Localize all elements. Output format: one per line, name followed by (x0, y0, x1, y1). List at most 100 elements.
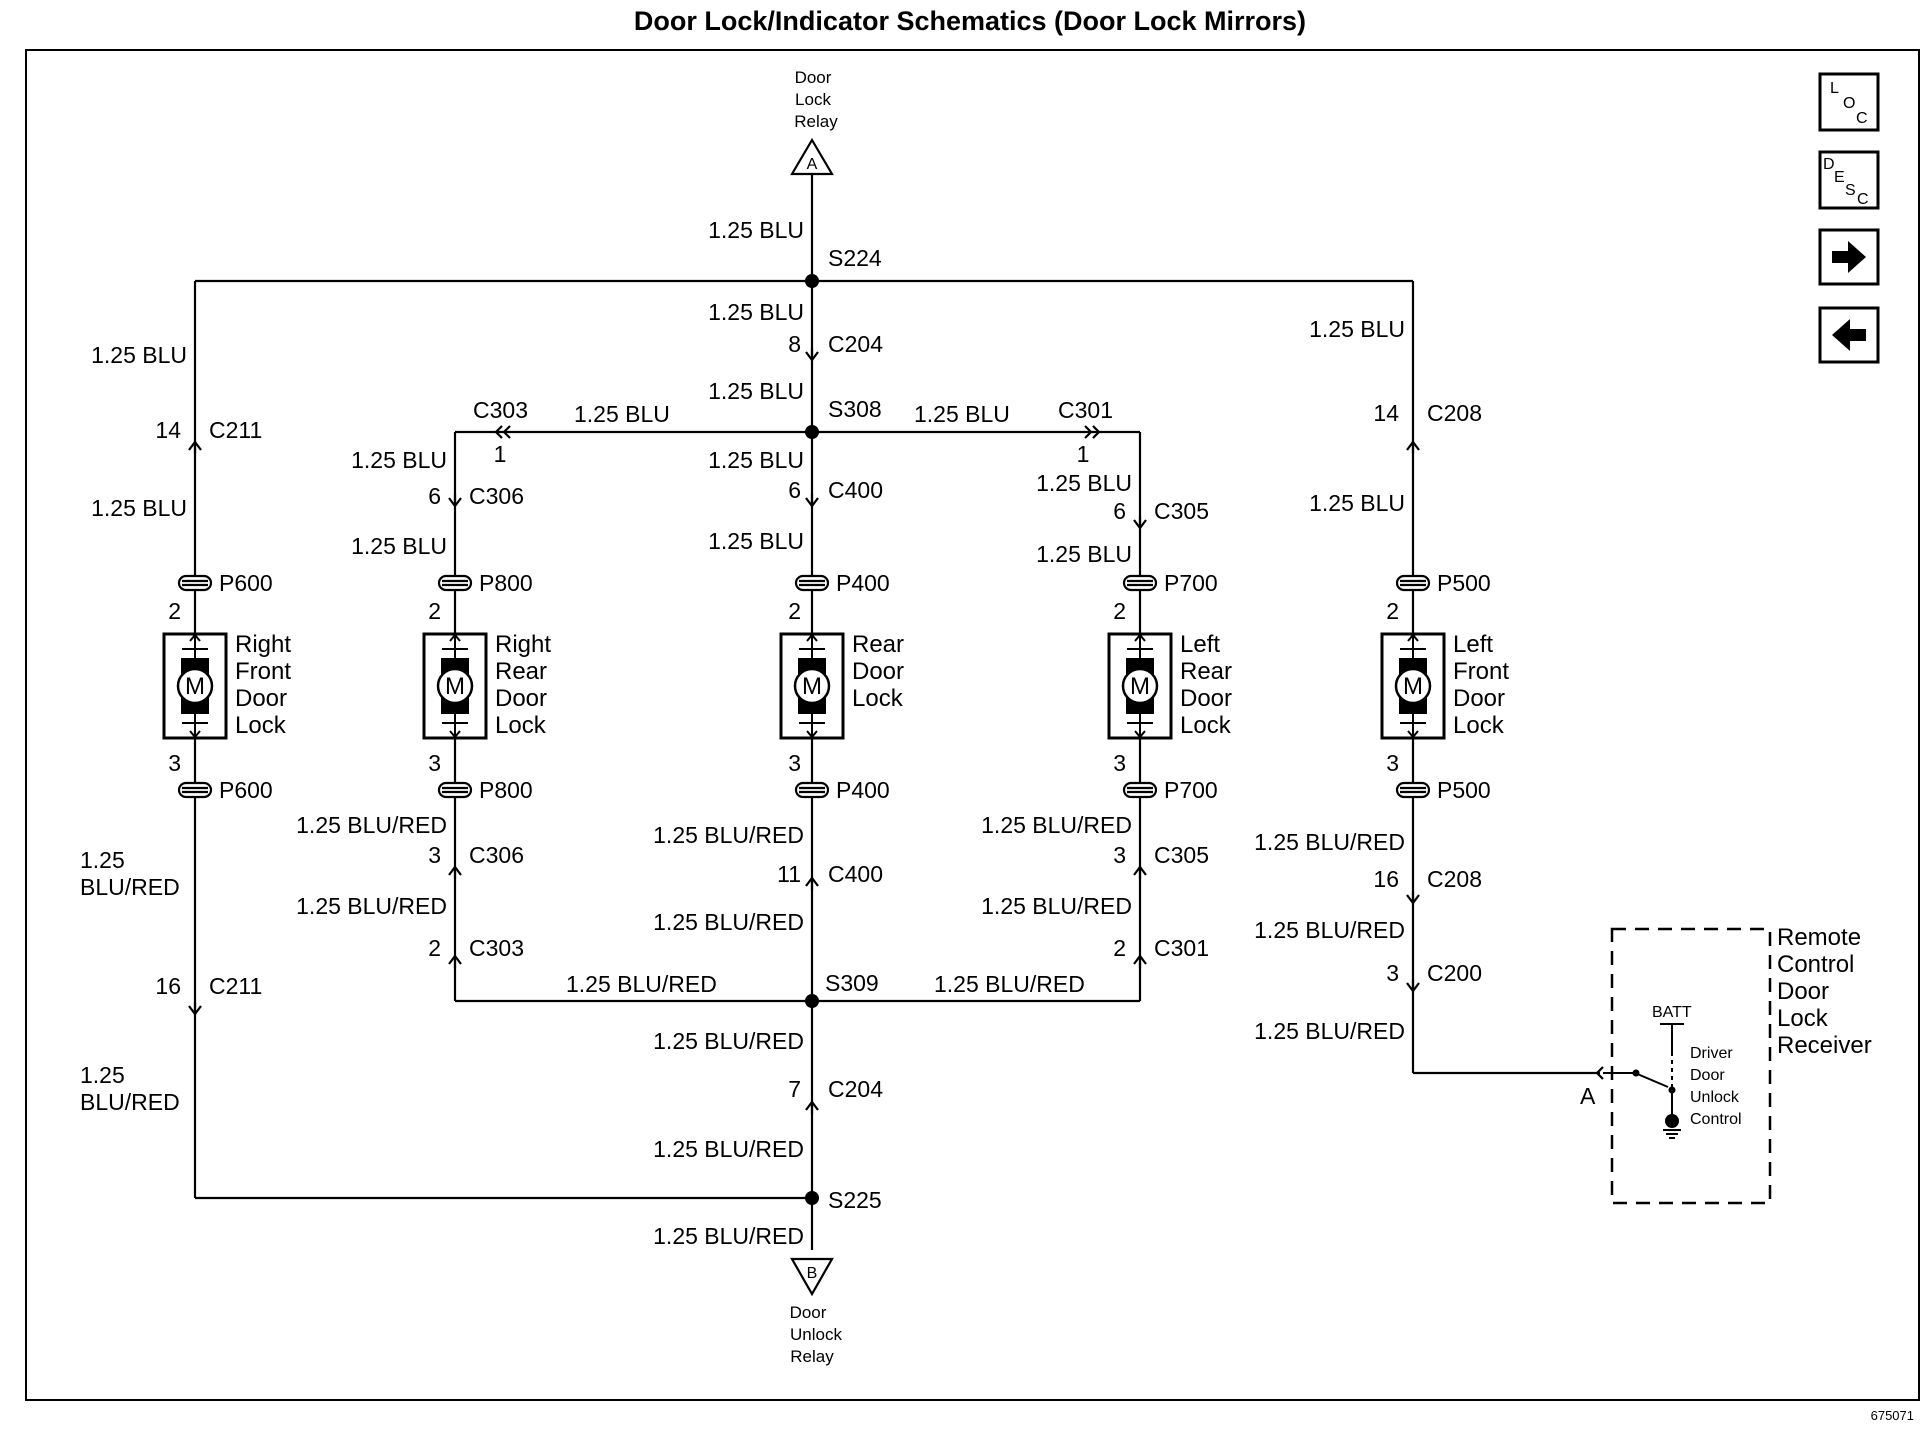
lr-lock-label-3: Door (1180, 685, 1232, 712)
wire-label: 1.25 (80, 847, 125, 873)
connector-c200: C200 (1427, 960, 1482, 986)
wire-label: 1.25 BLU/RED (934, 971, 1085, 997)
wire-label: 1.25 BLU/RED (296, 812, 447, 838)
pin-number: 14 (1373, 400, 1399, 426)
connector-c303: C303 (469, 935, 524, 961)
pin-number: 1 (494, 441, 507, 467)
splice-s224 (805, 274, 819, 288)
motor-m-lr: M (1130, 673, 1150, 700)
wire-label: BLU/RED (80, 1089, 180, 1115)
receiver-batt-label: BATT (1652, 1004, 1692, 1021)
wire-label: 1.25 BLU (1309, 490, 1405, 516)
lf-lock-label-3: Door (1453, 685, 1505, 712)
rf-lock-label-1: Right (235, 631, 291, 658)
connector-c204: C204 (828, 1076, 883, 1102)
wire-label: 1.25 BLU/RED (1254, 829, 1405, 855)
ground-node (1665, 1114, 1679, 1128)
pin-number: 16 (155, 973, 181, 999)
unlock-relay-label-2: Unlock (790, 1325, 842, 1344)
wire-labels: 1.25 BLU 1.25 BLU 1.25 BLU 1.25 BLU 1.25… (80, 217, 1405, 1249)
splice-s225 (805, 1191, 819, 1205)
wire-label: 1.25 BLU (1036, 541, 1132, 567)
rr-lock-label-3: Door (495, 685, 547, 712)
page-title: Door Lock/Indicator Schematics (Door Loc… (634, 6, 1306, 36)
connector-p800: P800 (479, 570, 533, 596)
connector-c400: C400 (828, 477, 883, 503)
receiver-label-4: Lock (1777, 1005, 1829, 1032)
desc-letter-c: C (1857, 191, 1869, 208)
connector-c305: C305 (1154, 498, 1209, 524)
connector-c301: C301 (1058, 397, 1113, 423)
motor-symbols: M M M M M (185, 673, 1423, 700)
wire-label: 1.25 BLU/RED (566, 971, 717, 997)
receiver-box (1610, 927, 1772, 1205)
pin-number: 3 (1386, 750, 1399, 776)
wire-label: 1.25 BLU/RED (296, 893, 447, 919)
connector-p400: P400 (836, 570, 890, 596)
splices (805, 274, 819, 1205)
pin-number: 2 (428, 935, 441, 961)
wire-label: 1.25 BLU (351, 447, 447, 473)
splice-s308-label: S308 (828, 396, 882, 422)
wire-label: 1.25 BLU/RED (981, 812, 1132, 838)
lr-lock-label-4: Lock (1180, 712, 1232, 739)
pin-number: 11 (777, 861, 801, 887)
connector-labels: 8 C204 6 C400 2 P400 3 P400 11 C400 7 C2… (155, 331, 1490, 1102)
connector-p600: P600 (219, 777, 273, 803)
wire-label: 1.25 BLU/RED (653, 1223, 804, 1249)
splice-s309-label: S309 (825, 970, 879, 996)
door-unlock-relay-terminal: B Door Unlock Relay (790, 1257, 842, 1366)
arrow-left-icon (1832, 319, 1866, 351)
desc-letter-s: S (1845, 182, 1856, 199)
pin-number: 2 (1113, 598, 1126, 624)
connector-c211: C211 (209, 973, 262, 999)
wire-label: 1.25 BLU/RED (653, 909, 804, 935)
wire-label: 1.25 (80, 1062, 125, 1088)
next-page-button[interactable] (1818, 228, 1880, 286)
connector-p700: P700 (1164, 777, 1218, 803)
lr-lock-label-1: Left (1180, 631, 1220, 658)
wire-label: 1.25 BLU (91, 495, 187, 521)
rf-lock-label-4: Lock (235, 712, 287, 739)
unlock-relay-label-3: Relay (790, 1347, 834, 1366)
connector-p600: P600 (219, 570, 273, 596)
connector-c211: C211 (209, 417, 262, 443)
pin-number: 3 (428, 842, 441, 868)
pin-number: 3 (428, 750, 441, 776)
connector-c301: C301 (1154, 935, 1209, 961)
connector-c208: C208 (1427, 400, 1482, 426)
unlock-relay-letter: B (807, 1265, 818, 1282)
loc-button[interactable]: L O C (1818, 72, 1880, 132)
wire-label: 1.25 BLU (91, 342, 187, 368)
lf-lock-label-1: Left (1453, 631, 1493, 658)
wire-label: 1.25 BLU (1309, 316, 1405, 342)
rr-lock-label-1: Right (495, 631, 551, 658)
inline-connectors (187, 346, 1604, 1116)
wire-label: 1.25 BLU (708, 299, 804, 325)
pin-number: 14 (155, 417, 181, 443)
loc-letter-c: C (1856, 110, 1868, 127)
pin-number: 6 (788, 477, 801, 503)
lock-relay-label-1: Door (795, 68, 832, 87)
switch-pivot (1668, 1086, 1676, 1094)
lock-relay-triangle (790, 137, 834, 176)
wire-label: 1.25 BLU/RED (653, 1028, 804, 1054)
diagram-frame (25, 49, 1920, 1401)
pin-number: 2 (168, 598, 181, 624)
wire-label: 1.25 BLU (708, 447, 804, 473)
motor-m-rear: M (802, 673, 822, 700)
loc-letter-l: L (1830, 80, 1839, 97)
loc-letter-o: O (1843, 95, 1855, 112)
previous-page-button[interactable] (1818, 306, 1880, 364)
lock-relay-label-3: Relay (794, 112, 838, 131)
pin-number: 8 (788, 331, 801, 357)
lr-lock-label-2: Rear (1180, 658, 1232, 685)
door-lock-relay-terminal: Door Lock Relay A (790, 68, 838, 176)
desc-button[interactable]: D E S C (1818, 150, 1880, 210)
wire-label: 1.25 BLU (1036, 470, 1132, 496)
pin-number: 16 (1373, 866, 1399, 892)
wire-label: 1.25 BLU/RED (653, 1136, 804, 1162)
unlock-relay-label-1: Door (790, 1303, 827, 1322)
unlock-relay-triangle (790, 1257, 834, 1297)
switch-label-3: Unlock (1690, 1089, 1740, 1106)
